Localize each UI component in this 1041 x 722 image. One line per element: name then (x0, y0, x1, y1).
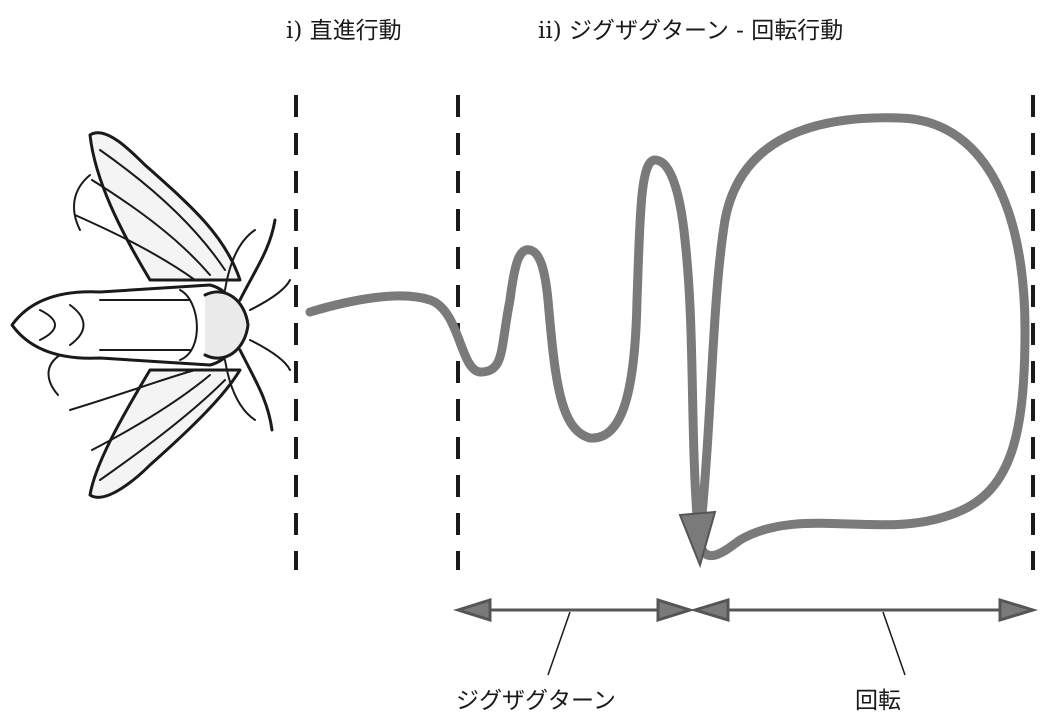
rotation-range-arrow (695, 600, 1033, 620)
zigzag-range-arrow (458, 600, 690, 620)
flight-path (310, 118, 1025, 556)
rotation-leader-line (883, 612, 905, 675)
moth-icon (12, 133, 290, 498)
zigzag-leader-line (548, 612, 570, 675)
